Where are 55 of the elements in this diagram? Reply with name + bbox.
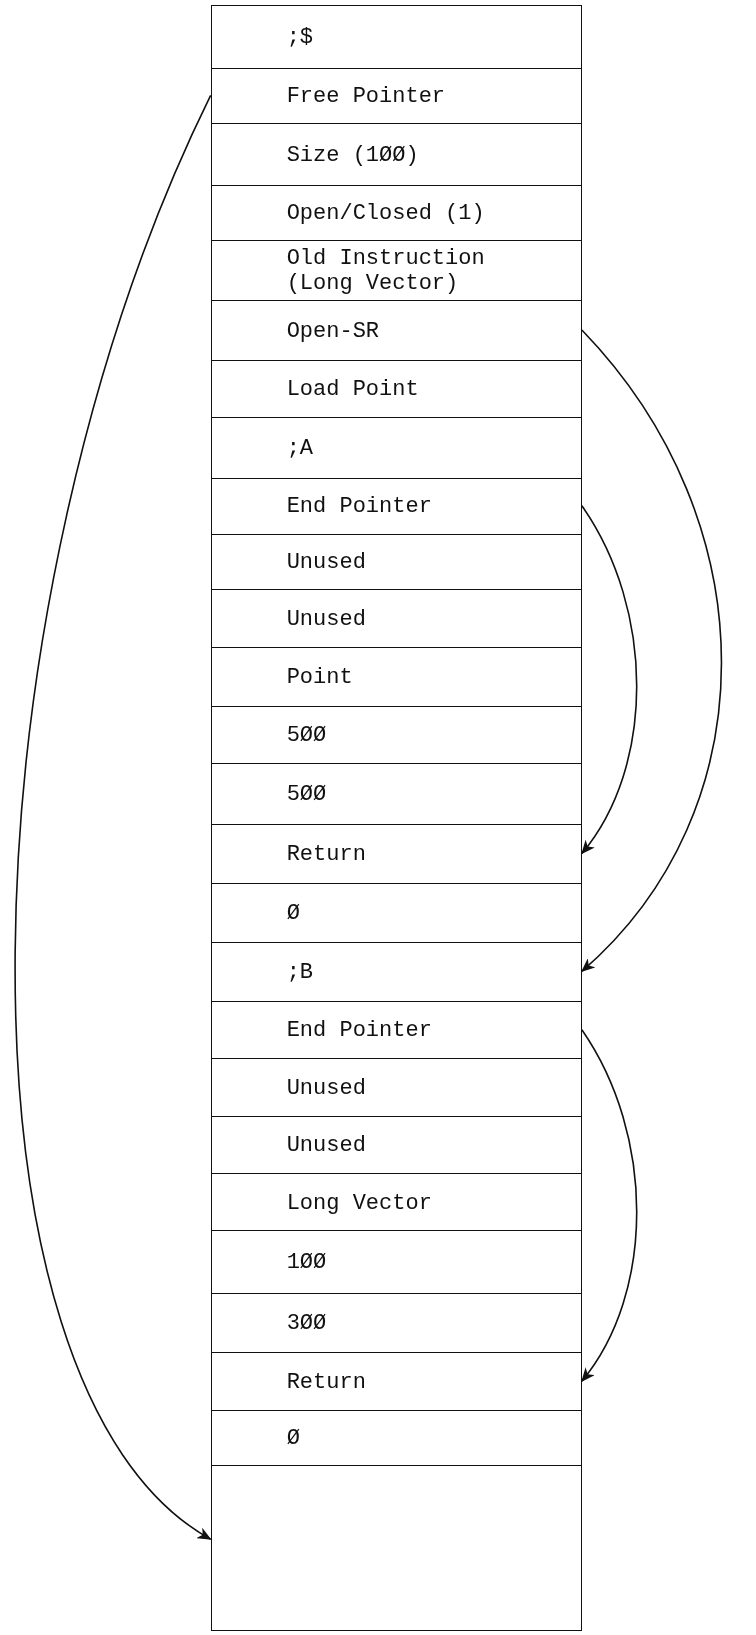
cell-label: Return (286, 1369, 367, 1395)
memory-word-row (210, 589, 582, 648)
cell-label: Size (1ØØ) (286, 142, 420, 168)
memory-word-row (210, 1465, 582, 1632)
memory-word-row (210, 1001, 582, 1060)
memory-word-row (210, 705, 582, 765)
cell-label: Open/Closed (1) (286, 200, 486, 226)
memory-word-row (210, 1352, 582, 1412)
memory-word-row (210, 67, 582, 125)
cell-label: ;B (286, 959, 315, 985)
cell-label: Unused (286, 606, 367, 632)
cell-label: Unused (286, 1075, 367, 1101)
cell-label: Open-SR (286, 318, 381, 344)
memory-word-row (210, 184, 582, 242)
memory-word-row (210, 1115, 582, 1175)
memory-word-row (210, 646, 582, 708)
memory-word-row (210, 300, 582, 362)
cell-label: Return (286, 841, 367, 867)
cell-label: 5ØØ (286, 722, 328, 748)
memory-word-row (210, 1058, 582, 1118)
memory-word-row (210, 1409, 582, 1467)
memory-word-row (210, 1173, 582, 1232)
memory-word-row (210, 417, 582, 480)
cell-label: Long Vector (286, 1190, 433, 1215)
curved-arrow (14, 94, 212, 1540)
cell-label: End Pointer (286, 1017, 433, 1043)
memory-word-row (210, 123, 582, 187)
memory-word-row (210, 477, 582, 536)
cell-label: 1ØØ (286, 1250, 328, 1275)
memory-word-row (210, 1293, 582, 1354)
cell-label: ;$ (286, 24, 315, 50)
cell-label: Unused (286, 549, 367, 575)
cell-label: 3ØØ (286, 1310, 328, 1336)
cell-label: Ø (286, 1425, 301, 1451)
curved-arrow (581, 504, 638, 855)
cell-label: Old Instruction (Long Vector) (286, 245, 486, 296)
memory-word-row (210, 359, 582, 419)
cell-label: Load Point (286, 376, 420, 402)
cell-label: Ø (286, 900, 301, 926)
cell-label: Unused (286, 1132, 367, 1158)
memory-word-row (210, 883, 582, 944)
memory-word-row (210, 5, 582, 70)
cell-label: 5ØØ (286, 781, 328, 807)
memory-word-row (210, 533, 582, 591)
cell-label: ;A (286, 435, 315, 461)
curved-arrow (581, 1028, 638, 1382)
cell-label: Point (286, 664, 354, 690)
cell-label: Free Pointer (286, 83, 447, 109)
memory-word-row (210, 239, 582, 302)
memory-word-row (210, 823, 582, 885)
memory-word-row (210, 1230, 582, 1295)
memory-word-row (210, 763, 582, 826)
memory-word-row (210, 941, 582, 1003)
curved-arrow (581, 329, 723, 973)
cell-label: End Pointer (286, 493, 433, 519)
